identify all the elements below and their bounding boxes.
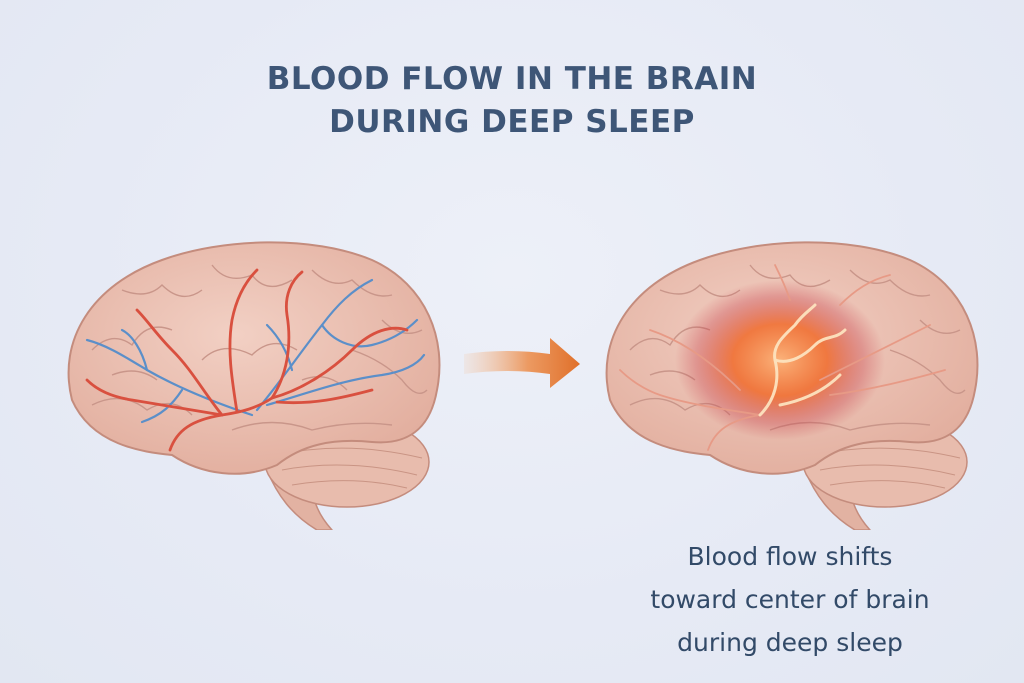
- brain-illustration-deep-sleep: [605, 241, 979, 530]
- brain-illustration-normal: [67, 241, 441, 530]
- arrow-right-icon: [464, 338, 580, 388]
- title-line-1: BLOOD FLOW IN THE BRAIN: [266, 61, 758, 97]
- caption-line-3: during deep sleep: [677, 628, 903, 657]
- title-line-2: DURING DEEP SLEEP: [329, 104, 695, 141]
- caption-line-2: toward center of brain: [650, 585, 930, 614]
- caption: Blood flow shifts toward center of brain…: [600, 535, 980, 664]
- caption-line-1: Blood flow shifts: [687, 542, 893, 571]
- page-title: BLOOD FLOW IN THE BRAIN DURING DEEP SLEE…: [0, 58, 1024, 145]
